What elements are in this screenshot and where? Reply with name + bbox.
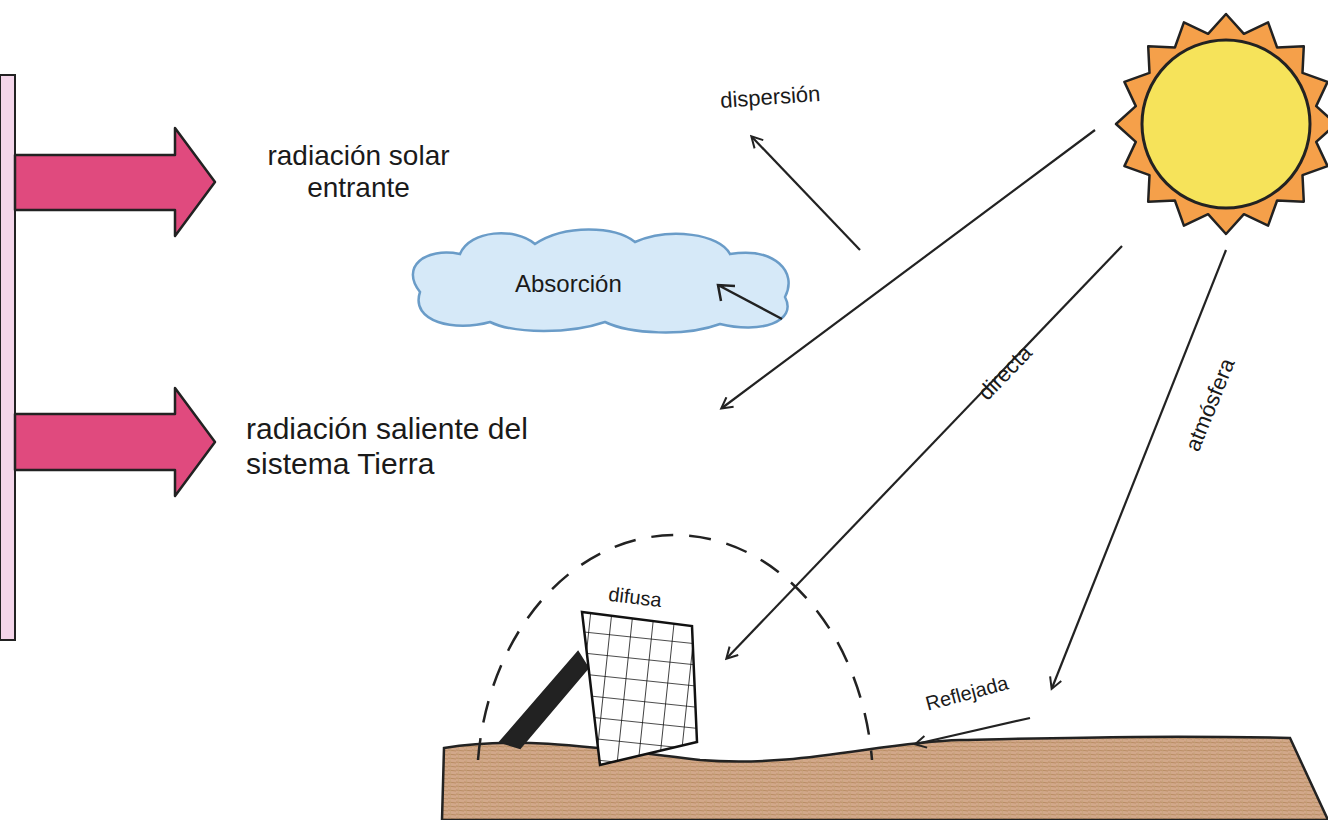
incoming-arrow <box>15 128 215 236</box>
side-bar <box>0 75 15 640</box>
text-label: directa <box>958 324 1053 421</box>
sun <box>1116 14 1328 234</box>
solar-panel <box>582 612 697 765</box>
text-label: dispersión <box>719 76 890 113</box>
scatter-arrow <box>752 137 860 250</box>
cloud-shape: Absorción <box>400 222 800 337</box>
reflect-arrow <box>916 718 1030 744</box>
text-label: difusa <box>589 581 681 615</box>
outgoing-arrow <box>15 388 215 496</box>
ray-line <box>1052 250 1226 688</box>
cloud-label: Absorción <box>515 270 622 298</box>
text-label: radiación saliente del sistema Tierra <box>246 412 566 481</box>
ground <box>442 737 1328 820</box>
panel-support <box>500 652 588 748</box>
text-label: Reflejada <box>911 668 1023 719</box>
text-label: radiación solar entrante <box>236 140 481 204</box>
